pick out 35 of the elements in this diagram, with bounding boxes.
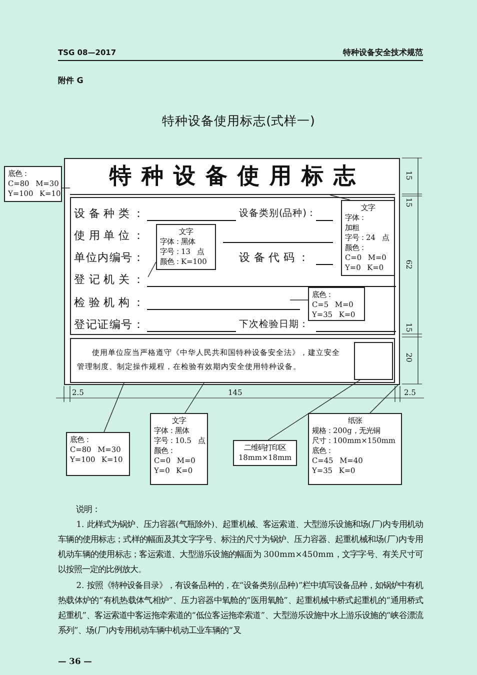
callout-box — [308, 413, 402, 485]
field-label: 单位内编号： — [74, 251, 144, 264]
callout-box — [156, 224, 216, 270]
field-label: 登记机关： — [74, 273, 144, 286]
note-paragraph: 2. 按照《特种设备目录》，有设备品种的，在“设备类别(品种)”栏中填写设备品种，如锅炉中有机热载体炉的“有机热载体气相炉”、压力容器中氧舱的“医用氧舱”、起重机械中桥式起重机的“通用桥式起重机”、客运索道中客运拖牵索道的“低位客运拖牵索道”、大型游乐设施中水上游乐设施的“峡谷漂流系列”、场(厂)内专用机动车辆中机动工业车辆的“叉 — [58, 579, 423, 637]
field-label: 下次检验日期： — [239, 318, 309, 331]
leader-line — [184, 382, 204, 414]
header-title: 特种设备安全技术规范 — [343, 47, 423, 58]
leader-line — [268, 380, 360, 440]
leader-line — [370, 384, 398, 414]
leader-line — [148, 262, 156, 278]
callout-box — [4, 166, 62, 202]
diagram-title: 特种设备使用标志(式样一) — [161, 113, 316, 130]
qr-code-area — [354, 342, 393, 380]
sign-card — [64, 158, 400, 385]
callout-box — [150, 413, 208, 485]
callout-box — [66, 432, 130, 476]
field-label: 使用单位： — [74, 229, 144, 242]
note-paragraph: 1. 此样式为锅炉、压力容器(气瓶除外)、起重机械、客运索道、大型游乐设施和场(厂)内专用机动车辆的使用标志；式样的幅面及其文字字号、标注的尺寸为锅炉、压力容器、起重机械和场(厂)内专用机动车辆的使用标志；客运索道、大型游乐设施的幅面为 300mm×450mm，文字字号、有关尺寸可以按照一定的比例放大。 — [58, 518, 423, 576]
callout-box — [341, 200, 395, 276]
appendix-label: 附件 G — [58, 75, 84, 86]
field-label: 设备种类： — [74, 207, 144, 220]
leader-line — [104, 382, 124, 432]
title-text: 特种设备使用标志 — [108, 165, 366, 189]
field-label: 登记证编号： — [74, 318, 144, 331]
callout-box — [308, 287, 365, 321]
callout-box — [233, 440, 297, 466]
page-number: — 36 — — [58, 656, 92, 666]
notes-heading: 说明： — [76, 503, 100, 516]
field-label: 设备类别(品种)： — [239, 207, 316, 220]
notice-band — [70, 338, 395, 383]
leader-line — [330, 194, 350, 200]
form-panel — [70, 197, 395, 335]
field-label: 设备代码： — [239, 251, 309, 264]
field-label: 检验机构： — [74, 296, 144, 309]
